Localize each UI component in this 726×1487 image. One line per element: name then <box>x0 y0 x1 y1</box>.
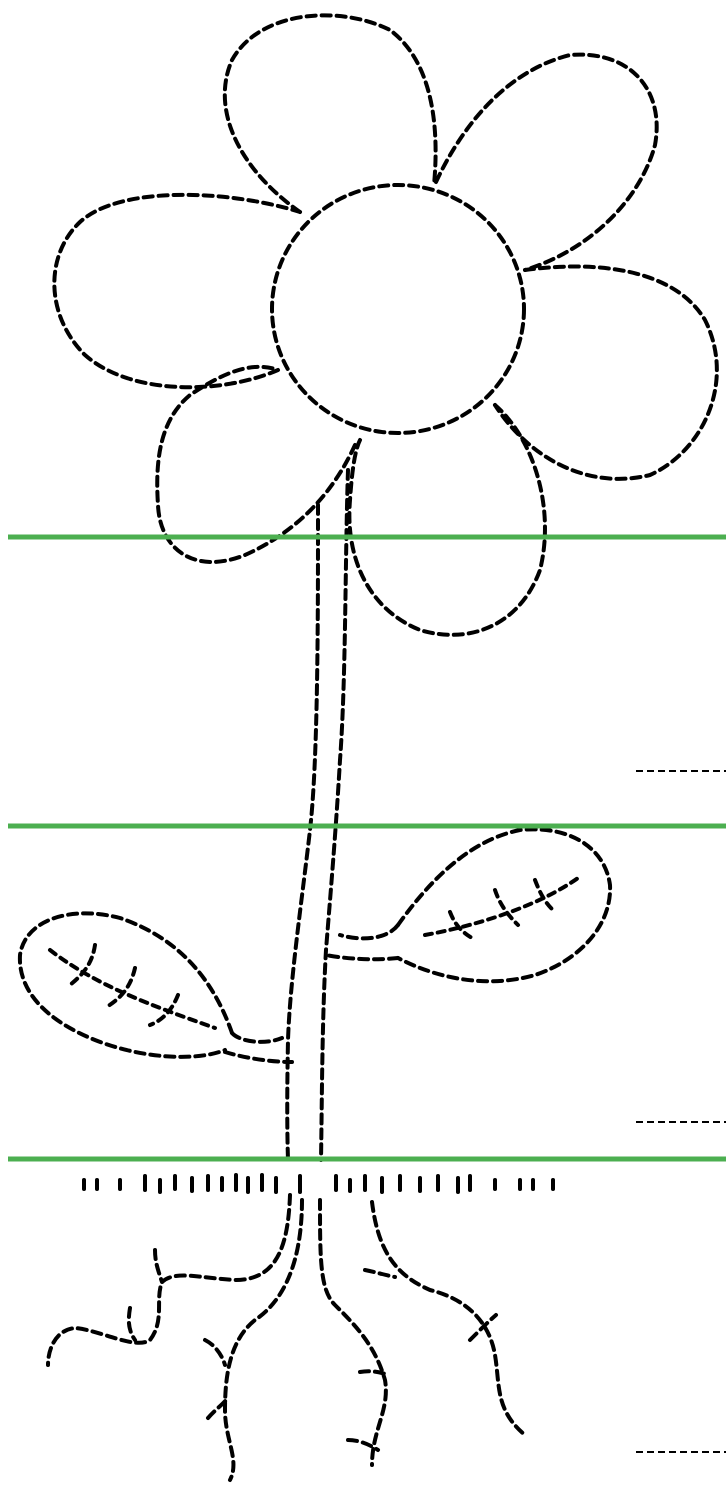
left-leaf-outline <box>20 913 232 1056</box>
root-branch <box>155 1250 162 1282</box>
right-leaf-vein-branch <box>535 880 555 912</box>
root-branch <box>205 1340 225 1365</box>
right-leaf <box>326 829 610 981</box>
root-branch <box>365 1270 395 1277</box>
root <box>225 1200 302 1480</box>
root <box>372 1202 525 1435</box>
right-leaf-vein-branch <box>495 890 518 925</box>
stem-right-edge <box>321 470 348 1160</box>
right-leaf-connector-bottom <box>326 955 398 959</box>
flower-center <box>272 185 524 433</box>
left-leaf <box>20 913 292 1062</box>
left-leaf-connector-top <box>232 1033 282 1042</box>
root <box>320 1200 386 1465</box>
petal-left <box>54 195 300 387</box>
root-branch <box>470 1315 496 1340</box>
petal-top <box>225 15 436 212</box>
stem-illustration <box>287 470 348 1160</box>
roots-illustration <box>48 1195 525 1480</box>
flower-illustration <box>54 15 717 635</box>
petal-bottom-left <box>157 367 355 562</box>
root <box>48 1195 290 1365</box>
petal-bottom-right <box>349 405 545 635</box>
root-branch <box>360 1371 388 1375</box>
soil-line <box>84 1175 553 1192</box>
petal-top-right <box>436 55 657 270</box>
right-leaf-connector-top <box>340 925 398 938</box>
left-leaf-connector-bottom <box>225 1052 292 1062</box>
root-branch <box>129 1308 135 1340</box>
